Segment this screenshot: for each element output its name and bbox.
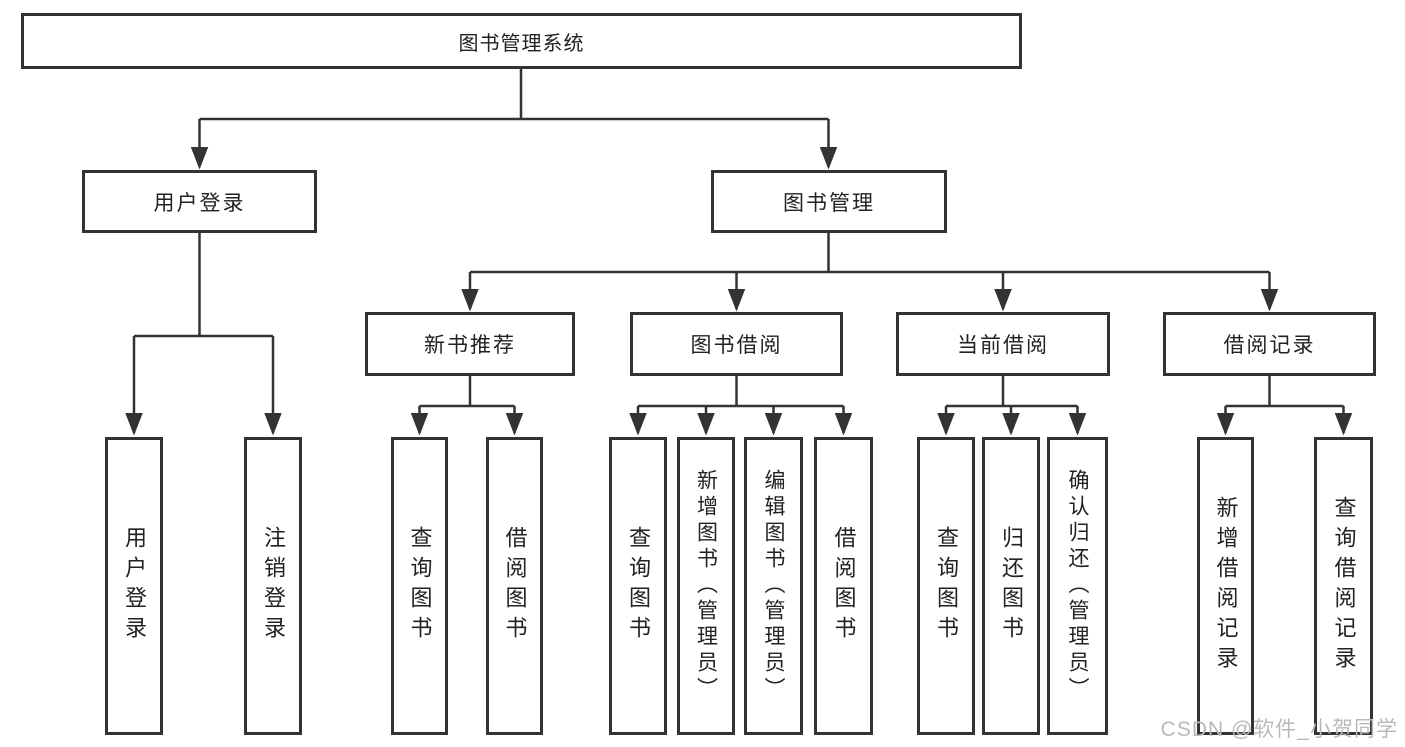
leaf-add-borrow-record: 新增借阅记录 (1197, 437, 1254, 735)
node-borrowing-records: 借阅记录 (1163, 312, 1376, 376)
node-user-login: 用户登录 (82, 170, 317, 233)
node-book-borrowing: 图书借阅 (630, 312, 843, 376)
node-label: 图书管理系统 (458, 32, 585, 55)
node-label: 新增图书（管理员） (694, 469, 718, 703)
leaf-return-books: 归还图书 (982, 437, 1040, 735)
node-new-book-recommend: 新书推荐 (365, 312, 575, 376)
node-label: 查询图书 (626, 526, 651, 646)
leaf-confirm-return-admin: 确认归还（管理员） (1047, 437, 1108, 735)
leaf-edit-books-admin: 编辑图书（管理员） (744, 437, 803, 735)
node-current-borrowing: 当前借阅 (896, 312, 1110, 376)
node-label: 图书借阅 (690, 334, 783, 357)
leaf-user-login: 用户登录 (105, 437, 163, 735)
node-label: 编辑图书（管理员） (762, 469, 785, 703)
node-label: 新增借阅记录 (1213, 496, 1239, 676)
node-label: 当前借阅 (957, 334, 1049, 357)
leaf-logout: 注销登录 (244, 437, 302, 735)
node-label: 用户登录 (122, 526, 147, 646)
leaf-borrow-books-recommend: 借阅图书 (486, 437, 543, 735)
node-library-management-system: 图书管理系统 (21, 13, 1022, 69)
node-label: 新书推荐 (424, 334, 516, 357)
node-label: 图书管理 (783, 191, 875, 215)
node-label: 查询图书 (407, 526, 433, 646)
node-label: 查询图书 (934, 526, 959, 646)
leaf-add-books-admin: 新增图书（管理员） (677, 437, 735, 735)
node-label: 用户登录 (153, 191, 246, 215)
leaf-borrow-books-borrowing: 借阅图书 (814, 437, 873, 735)
node-label: 确认归还（管理员） (1066, 469, 1089, 703)
csdn-watermark: CSDN @软件_小贺同学 (1160, 718, 1398, 741)
node-label: 查询借阅记录 (1331, 496, 1357, 676)
leaf-query-books-borrowing: 查询图书 (609, 437, 667, 735)
node-label: 归还图书 (999, 526, 1024, 646)
node-book-management: 图书管理 (711, 170, 947, 233)
node-label: 借阅记录 (1223, 334, 1316, 357)
node-label: 注销登录 (261, 526, 286, 646)
node-label: 借阅图书 (502, 526, 528, 646)
node-label: 借阅图书 (831, 526, 857, 646)
leaf-query-books-recommend: 查询图书 (391, 437, 448, 735)
leaf-query-books-current: 查询图书 (917, 437, 975, 735)
leaf-query-borrow-record: 查询借阅记录 (1314, 437, 1373, 735)
